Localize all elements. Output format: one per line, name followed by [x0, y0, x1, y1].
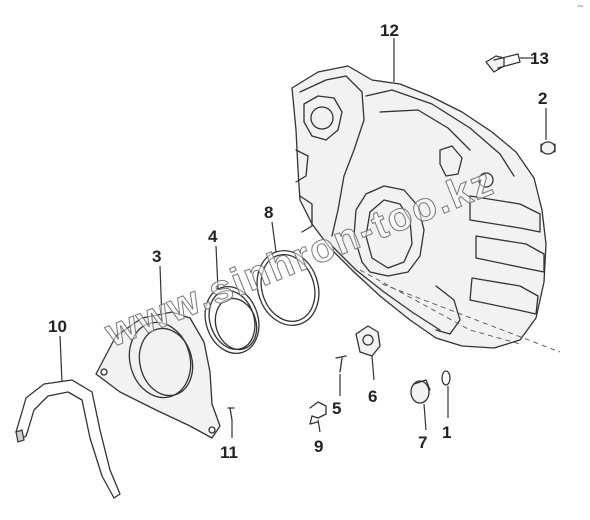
clip-9 — [309, 401, 327, 425]
leader-lines — [59, 38, 547, 438]
plug-2 — [540, 141, 556, 155]
seal-carrier-3 — [95, 311, 221, 439]
callout-3: 3 — [152, 247, 161, 266]
o-ring-8 — [256, 250, 320, 326]
callout-labels: 12 13 2 8 4 3 10 5 6 7 1 11 9 — [48, 21, 549, 462]
callout-11: 11 — [220, 443, 238, 462]
callout-2: 2 — [538, 89, 547, 108]
callout-7: 7 — [418, 433, 427, 452]
cover-plate-6 — [355, 325, 381, 357]
callout-8: 8 — [264, 203, 273, 222]
callout-1: 1 — [442, 423, 451, 442]
callout-4: 4 — [208, 227, 218, 246]
gasket-10 — [15, 379, 121, 499]
plug-7 — [410, 379, 431, 404]
corner-mark: ~ — [576, 2, 584, 12]
bolt-13 — [485, 53, 521, 73]
seal-ring-4 — [204, 286, 260, 354]
callout-5: 5 — [332, 399, 341, 418]
callout-10: 10 — [48, 317, 67, 336]
pin-11 — [227, 407, 235, 421]
callout-9: 9 — [314, 437, 323, 456]
callout-6: 6 — [368, 387, 377, 406]
callout-12: 12 — [380, 21, 399, 40]
flywheel-housing — [291, 65, 561, 353]
washer-1 — [441, 370, 451, 386]
callout-13: 13 — [530, 49, 549, 68]
screw-5 — [335, 355, 347, 373]
